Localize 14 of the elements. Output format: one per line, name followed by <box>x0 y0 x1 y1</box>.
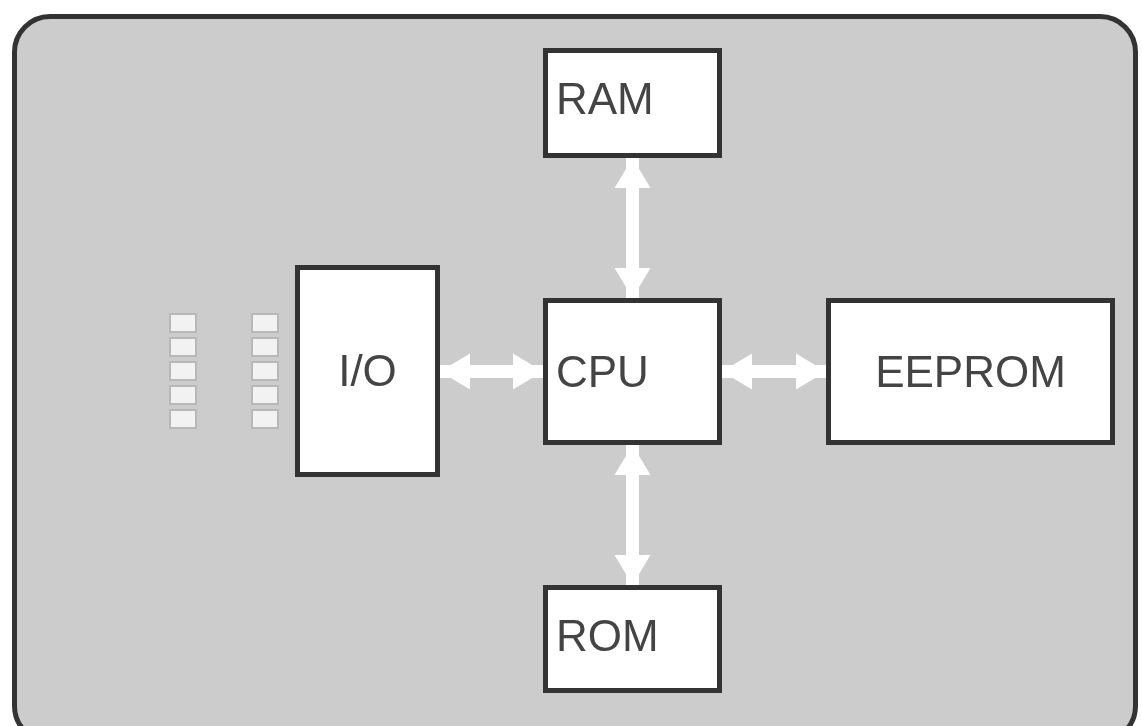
component-box <box>543 48 722 158</box>
double-arrow <box>722 353 826 390</box>
component-box <box>543 585 722 693</box>
component-label: CPU <box>556 349 649 394</box>
double-arrow <box>440 353 543 390</box>
component-box <box>826 298 1115 445</box>
component-label: RAM <box>556 77 654 121</box>
component-box <box>543 298 722 445</box>
component-box <box>295 265 440 477</box>
double-arrow <box>614 158 651 298</box>
double-arrow <box>614 445 651 585</box>
component-label: I/O <box>338 349 397 393</box>
component-label: ROM <box>556 614 659 658</box>
component-label: EEPROM <box>875 349 1066 394</box>
